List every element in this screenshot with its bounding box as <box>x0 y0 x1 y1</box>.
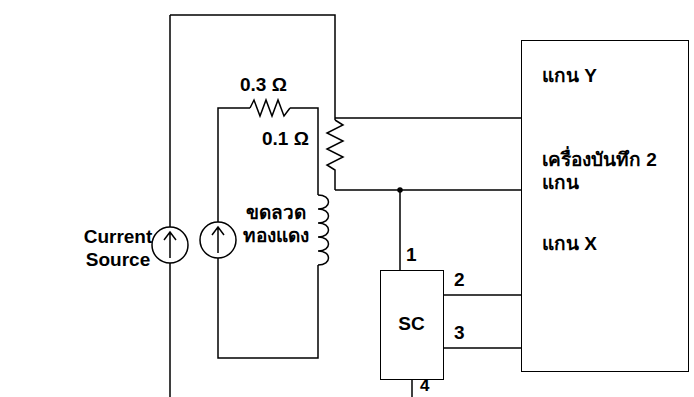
source-label: Current Source <box>82 226 154 272</box>
pin-number: 4 <box>420 376 429 396</box>
wire <box>335 118 521 190</box>
signal-wire <box>444 295 521 296</box>
xy-recorder-box: แกน Y เครื่องบันทึก 2 แกนแกน X <box>521 40 689 372</box>
wire <box>169 15 171 397</box>
pin-number: 2 <box>454 269 465 292</box>
coil-label: ขดลวด ทองแดง <box>240 202 312 248</box>
current-source-symbol <box>200 222 236 258</box>
resistor-symbol <box>250 100 290 116</box>
junction-dot <box>398 188 402 192</box>
coil-symbol <box>318 195 329 265</box>
wire <box>411 380 413 397</box>
signal-wire <box>444 348 521 349</box>
current-arrow <box>164 232 176 258</box>
wire <box>170 15 335 120</box>
pin-number: 3 <box>454 322 465 345</box>
signal-conditioner-box: SC <box>380 270 444 380</box>
node-text: แกน Y <box>542 65 597 88</box>
current-arrow <box>212 227 224 253</box>
current-source-symbol <box>152 227 188 263</box>
wire <box>218 108 318 358</box>
wire <box>399 190 401 270</box>
node-text: แกน X <box>542 233 597 256</box>
node-text: เครื่องบันทึก 2 แกน <box>542 149 666 195</box>
resistor-value: 0.3 Ω <box>240 74 287 97</box>
resistor-value: 0.1 Ω <box>262 128 309 151</box>
resistor-symbol <box>327 120 343 190</box>
pin-number: 1 <box>406 244 417 267</box>
node-text: SC <box>398 313 424 336</box>
